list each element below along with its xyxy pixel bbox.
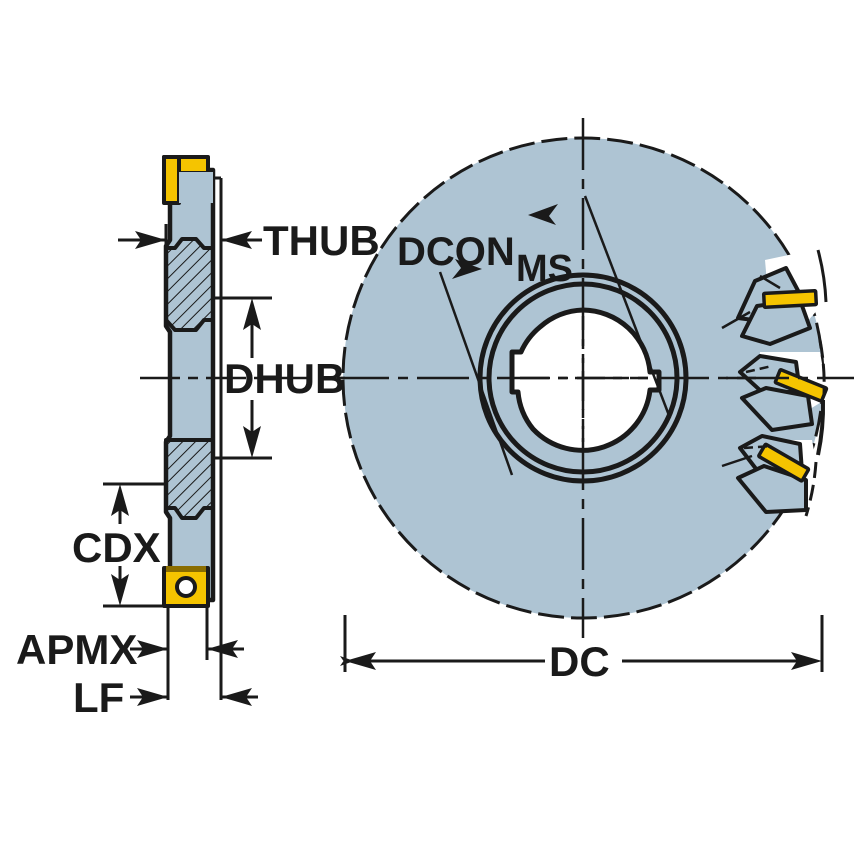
dc-arrow-left	[345, 652, 376, 670]
face-view: DCON MS DC	[337, 118, 854, 685]
label-cdx: CDX	[72, 524, 161, 571]
thub-arrow-right	[221, 231, 252, 249]
tooth-upper-centerline	[759, 274, 781, 290]
dconms-arrow-left	[452, 259, 482, 279]
label-lf: LF	[73, 674, 124, 721]
apmx-arrow-2	[207, 640, 238, 658]
tooth-upper-leader	[721, 310, 751, 330]
label-dconms-subscript: MS	[516, 248, 573, 290]
dconms-leader-left	[438, 271, 514, 476]
lf-arrow-2	[221, 688, 252, 706]
cut-arc-3	[816, 399, 826, 456]
label-thub: THUB	[263, 217, 380, 264]
dhub-arrow-top	[243, 298, 261, 330]
cut-arc-1	[816, 249, 828, 303]
thub-arrow-left	[135, 231, 166, 249]
insert-top-vertical	[162, 155, 181, 205]
dimension-apmx: APMX	[16, 608, 244, 700]
tooth-upper	[721, 266, 819, 346]
apmx-arrow	[137, 640, 168, 658]
dconms-leader-right	[583, 195, 672, 419]
label-dcon: DCON	[397, 230, 515, 274]
insert-top-section	[162, 155, 213, 205]
dconms-arrow-right	[528, 204, 558, 225]
tooth-low-centerline	[743, 444, 773, 450]
cut-arc-4	[804, 461, 818, 517]
tooth-upper-seat	[740, 298, 812, 346]
dimension-dhub: DHUB	[215, 296, 345, 460]
dhub-arrow-bottom	[243, 426, 261, 458]
tooth-mid-seat	[740, 386, 814, 432]
label-apmx: APMX	[16, 626, 137, 673]
insert-bottom-top-edge	[166, 566, 206, 572]
dimension-cdx: CDX	[72, 482, 168, 608]
cdx-arrow-top	[111, 484, 129, 516]
section-hub-upper-hatched	[164, 237, 215, 332]
tooth-low-seat	[736, 464, 808, 514]
tooth-low-leader	[721, 454, 753, 468]
insert-upper	[761, 288, 819, 310]
insert-bottom-section	[162, 566, 210, 608]
section-body-fill	[168, 170, 213, 600]
insert-lower	[757, 442, 811, 483]
tooth-mid-centerline	[745, 364, 773, 374]
insert-bottom-screw-hole	[175, 576, 197, 598]
dimension-thub: THUB	[118, 217, 380, 270]
dc-arrow-right	[791, 652, 822, 670]
cut-arc-2	[818, 339, 826, 395]
label-dhub: DHUB	[224, 355, 345, 402]
insert-top-body-fill	[179, 172, 213, 203]
section-hub-lower-hatched	[164, 438, 215, 520]
section-view: THUB DHUB CDX	[16, 155, 380, 721]
label-dc: DC	[549, 638, 610, 685]
cdx-arrow-bottom	[111, 574, 129, 606]
tooth-lower	[721, 434, 811, 514]
dimension-lf: LF	[73, 674, 258, 721]
lf-arrow	[137, 688, 168, 706]
